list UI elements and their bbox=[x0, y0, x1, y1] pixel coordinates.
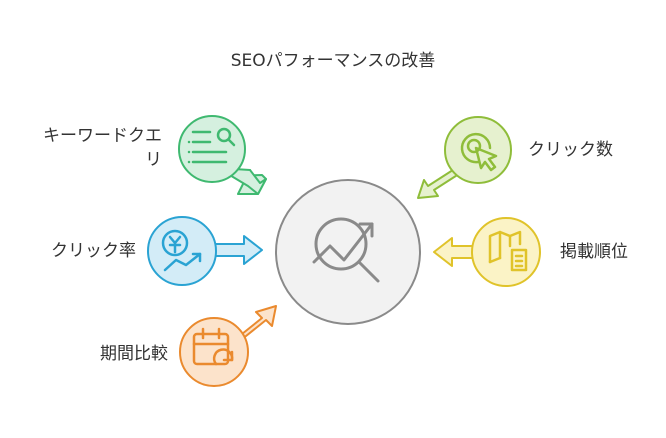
node-ctr bbox=[147, 216, 263, 286]
label-period: 期間比較 bbox=[100, 344, 168, 364]
label-ctr: クリック率 bbox=[51, 241, 136, 261]
label-keywords: キーワードクエ リ bbox=[43, 124, 162, 172]
diagram-title: SEOパフォーマンスの改善 bbox=[230, 51, 436, 71]
calendar-refresh-icon bbox=[192, 327, 234, 366]
list-search-icon bbox=[187, 127, 236, 164]
node-keywords bbox=[178, 115, 267, 195]
node-period bbox=[179, 305, 277, 387]
center-hub bbox=[275, 179, 421, 325]
yen-chart-icon bbox=[161, 229, 202, 272]
node-clicks bbox=[417, 116, 512, 199]
map-ranking-icon bbox=[488, 230, 528, 272]
label-ranking: 掲載順位 bbox=[560, 242, 628, 262]
label-keywords-line1: キーワードクエ bbox=[43, 126, 162, 146]
label-keywords-line2: リ bbox=[145, 150, 162, 170]
cursor-click-icon bbox=[460, 132, 498, 172]
analytics-search-icon bbox=[312, 217, 380, 283]
label-clicks: クリック数 bbox=[528, 140, 613, 160]
node-ranking bbox=[433, 217, 541, 287]
